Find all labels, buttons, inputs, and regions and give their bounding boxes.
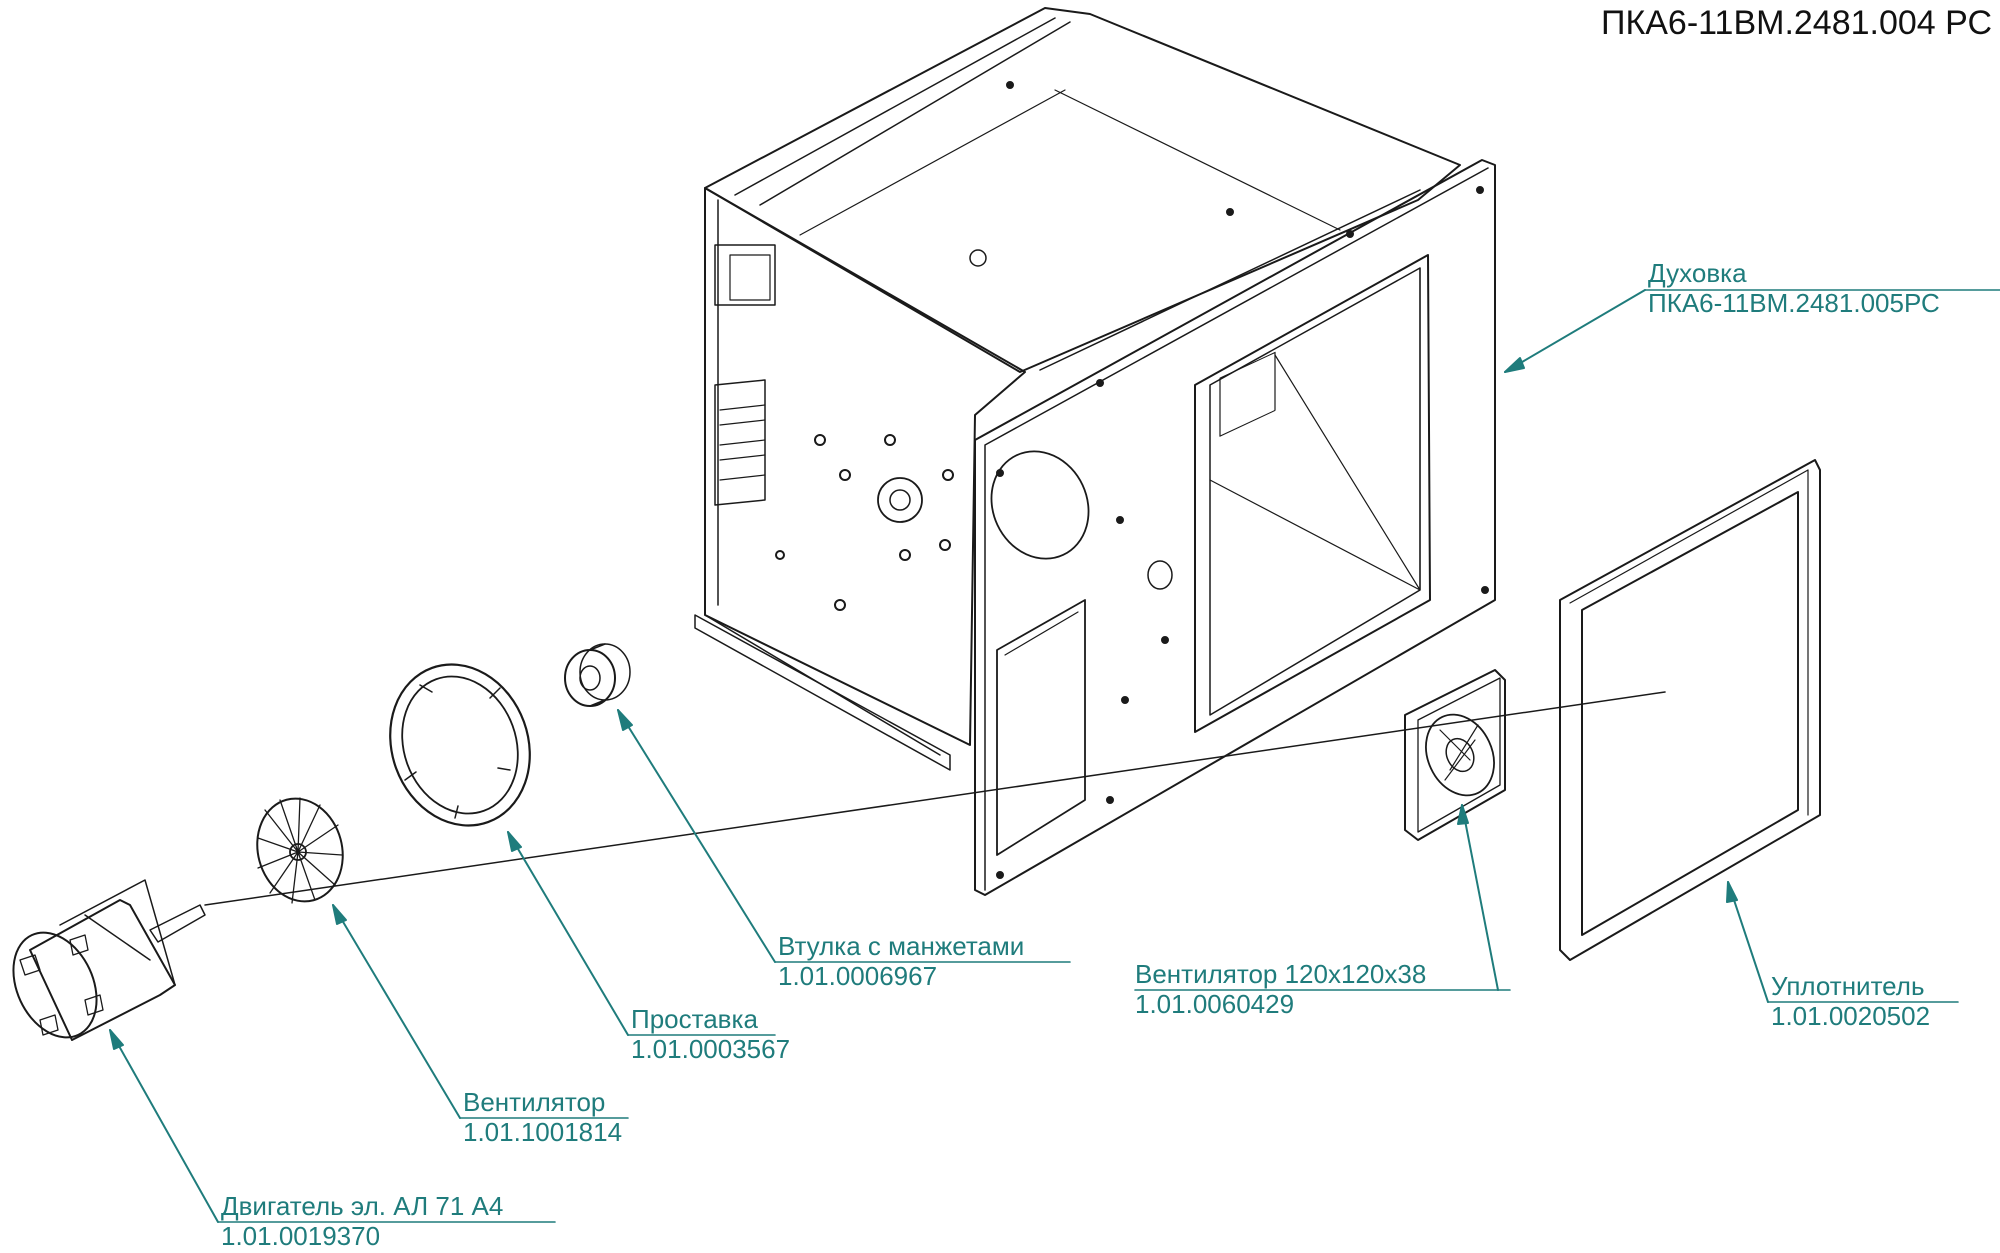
- callout-impeller: Вентилятор 1.01.1001814: [463, 1087, 622, 1147]
- motor-mount-flange: [877, 477, 923, 523]
- bushing: [564, 643, 631, 707]
- electric-motor: [12, 879, 206, 1041]
- leader-seal: [1727, 881, 1769, 1003]
- leader-spacer: [507, 831, 629, 1036]
- callout-motor: Двигатель эл. АЛ 71 А4 1.01.0019370: [221, 1191, 503, 1251]
- oven-body: [694, 7, 1496, 896]
- callout-seal-code: 1.01.0020502: [1771, 1001, 1931, 1031]
- callout-motor-code: 1.01.0019370: [221, 1221, 381, 1251]
- callout-spacer-name: Проставка: [631, 1004, 758, 1034]
- leader-impeller: [332, 904, 461, 1119]
- document-title: ПКА6-11ВМ.2481.004 РС: [1601, 4, 1992, 42]
- oven-top-panel: [704, 7, 1461, 373]
- callout-seal: Уплотнитель 1.01.0020502: [1771, 971, 1930, 1031]
- callout-impeller-code: 1.01.1001814: [463, 1117, 623, 1147]
- callout-oven: Духовка ПКА6-11ВМ.2481.005РС: [1648, 258, 1940, 318]
- seal-frame: [1559, 459, 1821, 961]
- callout-oven-code: ПКА6-11ВМ.2481.005РС: [1648, 288, 1940, 318]
- callout-bushing-name: Втулка с манжетами: [778, 931, 1025, 961]
- callout-spacer: Проставка 1.01.0003567: [631, 1004, 790, 1064]
- leader-oven: [1504, 289, 1646, 373]
- callout-impeller-name: Вентилятор: [463, 1087, 606, 1117]
- callout-fan120: Вентилятор 120х120х38 1.01.0060429: [1135, 959, 1426, 1019]
- assembly-axis: [204, 691, 1666, 906]
- leader-lines: [109, 289, 2000, 1223]
- oven-rear-panel: [704, 187, 1026, 746]
- callout-oven-name: Духовка: [1648, 258, 1747, 288]
- callout-spacer-code: 1.01.0003567: [631, 1034, 791, 1064]
- callout-fan120-code: 1.01.0060429: [1135, 989, 1295, 1019]
- leader-bushing: [617, 709, 776, 963]
- callout-fan120-name: Вентилятор 120х120х38: [1135, 959, 1427, 989]
- spacer-ring: [389, 663, 531, 827]
- callout-motor-name: Двигатель эл. АЛ 71 А4: [221, 1191, 504, 1221]
- fan-120: [1404, 669, 1506, 841]
- leader-motor: [109, 1029, 219, 1223]
- callout-bushing-code: 1.01.0006967: [778, 961, 938, 991]
- callout-seal-name: Уплотнитель: [1771, 971, 1925, 1001]
- oven-chamber-opening: [1194, 254, 1431, 733]
- leader-fan120: [1461, 804, 1499, 991]
- callout-bushing: Втулка с манжетами 1.01.0006967: [778, 931, 1024, 991]
- impeller: [256, 797, 344, 904]
- oven-front-frame: [974, 159, 1496, 896]
